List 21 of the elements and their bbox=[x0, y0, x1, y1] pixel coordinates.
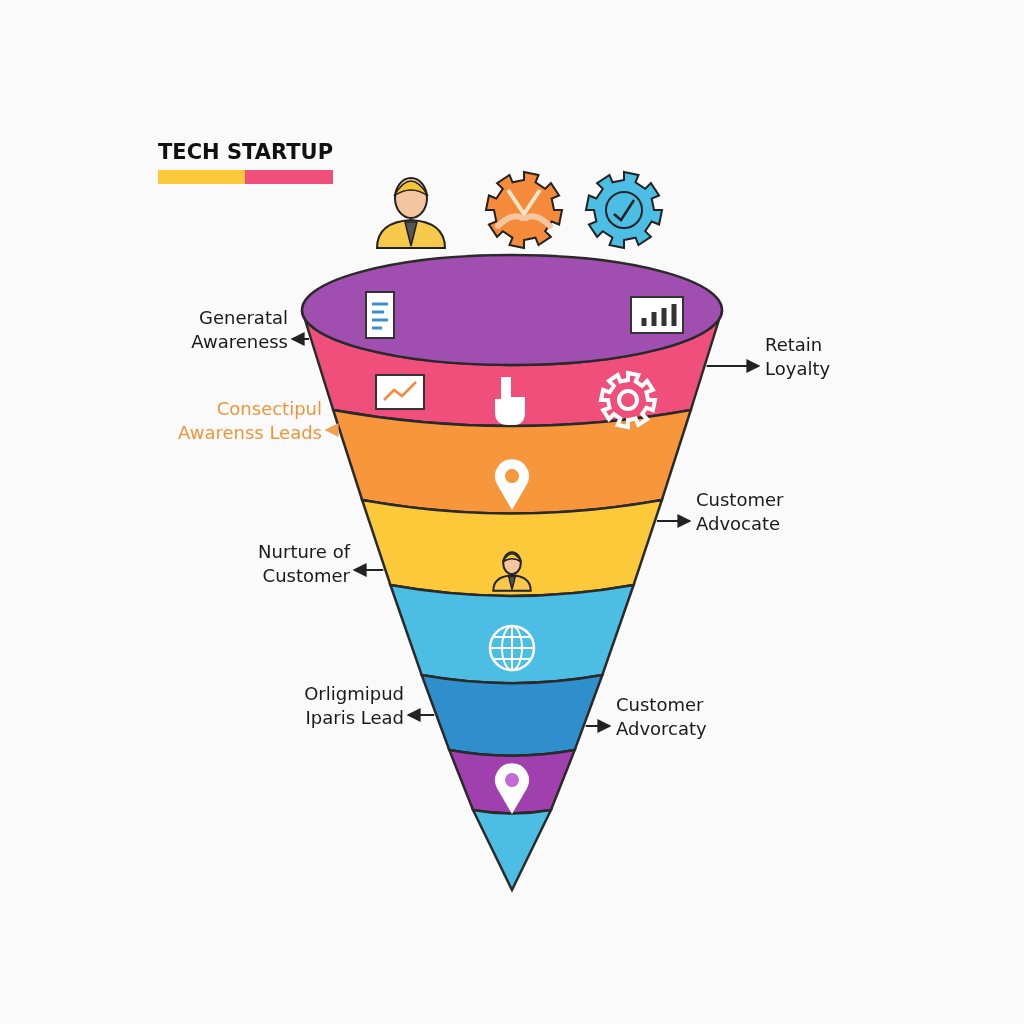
arrow bbox=[656, 514, 692, 528]
stage-label: Customer Advocate bbox=[696, 488, 816, 536]
stage-label: Nurture of Customer bbox=[230, 540, 350, 588]
stage-label: Consectipul Awarenss Leads bbox=[147, 397, 322, 445]
title: TECH STARTUP bbox=[158, 140, 334, 184]
arrow bbox=[406, 708, 436, 722]
funnel-band bbox=[331, 408, 693, 515]
arrow bbox=[352, 563, 385, 577]
arrow bbox=[584, 719, 612, 733]
arrow bbox=[324, 423, 339, 437]
arrow bbox=[705, 359, 761, 373]
stage-label: Customer Advorcaty bbox=[616, 693, 741, 741]
funnel-band bbox=[420, 673, 604, 757]
funnel-band bbox=[389, 583, 635, 685]
stage-label: Retain Loyalty bbox=[765, 333, 865, 381]
arrow bbox=[290, 332, 310, 346]
funnel-band bbox=[360, 498, 664, 598]
funnel-mouth bbox=[300, 253, 724, 367]
stage-label: Generatal Awareness bbox=[138, 306, 288, 354]
funnel-band bbox=[471, 808, 553, 892]
stage-label: Orligmipud Iparis Lead bbox=[279, 682, 404, 730]
